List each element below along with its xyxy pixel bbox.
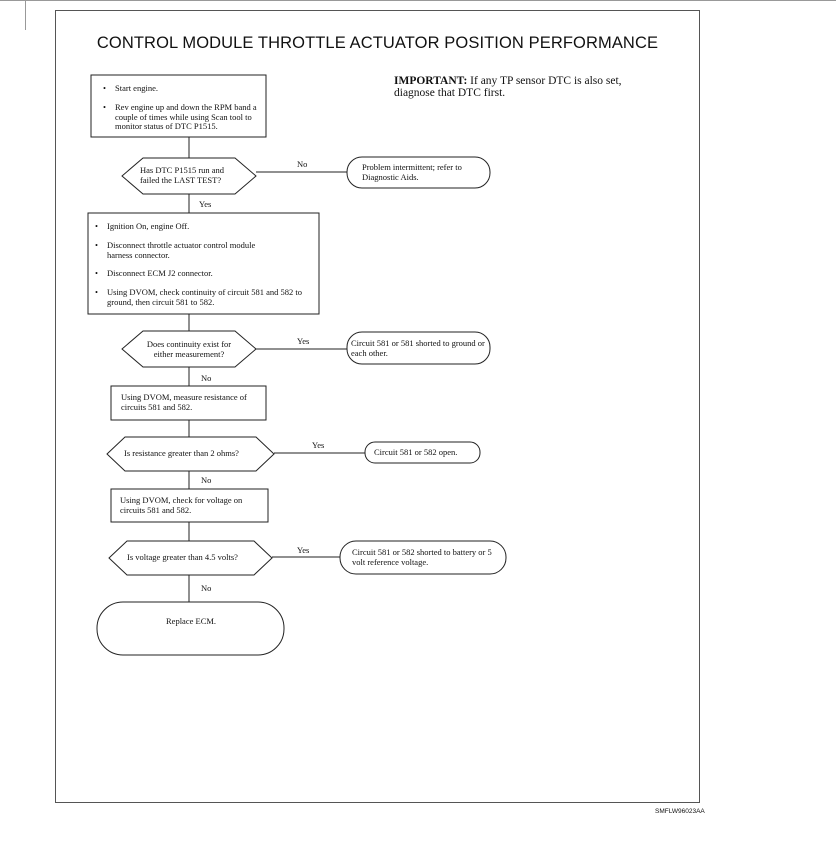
page-title: CONTROL MODULE THROTTLE ACTUATOR POSITIO… — [96, 34, 659, 52]
r4-terminal — [339, 540, 507, 575]
step1-bullet-1: Start engine. — [103, 83, 270, 94]
q1-decision — [121, 157, 257, 195]
q4-no-label: No — [201, 583, 212, 593]
r1-terminal — [346, 156, 491, 189]
figure-code: SMFLW96023AA — [655, 808, 705, 815]
step1-bullet-2: Rev engine up and down the RPM band a co… — [103, 102, 270, 132]
step3-text: Using DVOM, measure resistance of circui… — [121, 392, 247, 412]
q1-text: Has DTC P1515 run and failed the LAST TE… — [140, 165, 225, 185]
q4-text: Is voltage greater than 4.5 volts? — [127, 552, 238, 562]
r3-terminal — [364, 441, 481, 464]
step2-bullet-2: Disconnect throttle actuator control mod… — [95, 240, 277, 260]
important-text: If any TP sensor DTC is also set, diagno… — [394, 75, 622, 99]
step2-bullet-3: Disconnect ECM J2 connector. — [95, 268, 322, 279]
q2-text: Does continuity exist for either measure… — [146, 339, 232, 359]
left-rule — [25, 0, 26, 30]
r2-terminal — [346, 331, 491, 365]
r3-text: Circuit 581 or 582 open. — [374, 447, 458, 457]
q3-yes-label: Yes — [312, 440, 325, 450]
r4-text: Circuit 581 or 582 shorted to battery or… — [352, 547, 492, 567]
important-note: IMPORTANT: If any TP sensor DTC is also … — [394, 75, 644, 99]
step2-bullet-4: Using DVOM, check continuity of circuit … — [95, 287, 322, 307]
q4-yes-label: Yes — [297, 545, 310, 555]
q3-text: Is resistance greater than 2 ohms? — [124, 448, 239, 458]
step2-bullet-1: Ignition On, engine Off. — [95, 221, 322, 232]
q2-yes-label: Yes — [297, 336, 310, 346]
end-text: Replace ECM. — [166, 616, 217, 626]
figure-frame — [55, 10, 700, 803]
step2-box — [87, 212, 320, 315]
top-rule — [0, 0, 836, 1]
end-terminal — [96, 601, 285, 656]
q2-no-label: No — [201, 373, 212, 383]
q1-yes-label: Yes — [199, 199, 212, 209]
step4-text: Using DVOM, check for voltage on circuit… — [120, 495, 243, 515]
q4-decision — [108, 540, 273, 576]
q3-decision — [106, 436, 275, 472]
important-label: IMPORTANT: — [394, 75, 468, 87]
r2-text: Circuit 581 or 581 shorted to ground or … — [351, 338, 485, 358]
q3-no-label: No — [201, 475, 212, 485]
q1-no-label: No — [297, 159, 308, 169]
r1-text: Problem intermittent; refer to Diagnosti… — [362, 162, 462, 182]
